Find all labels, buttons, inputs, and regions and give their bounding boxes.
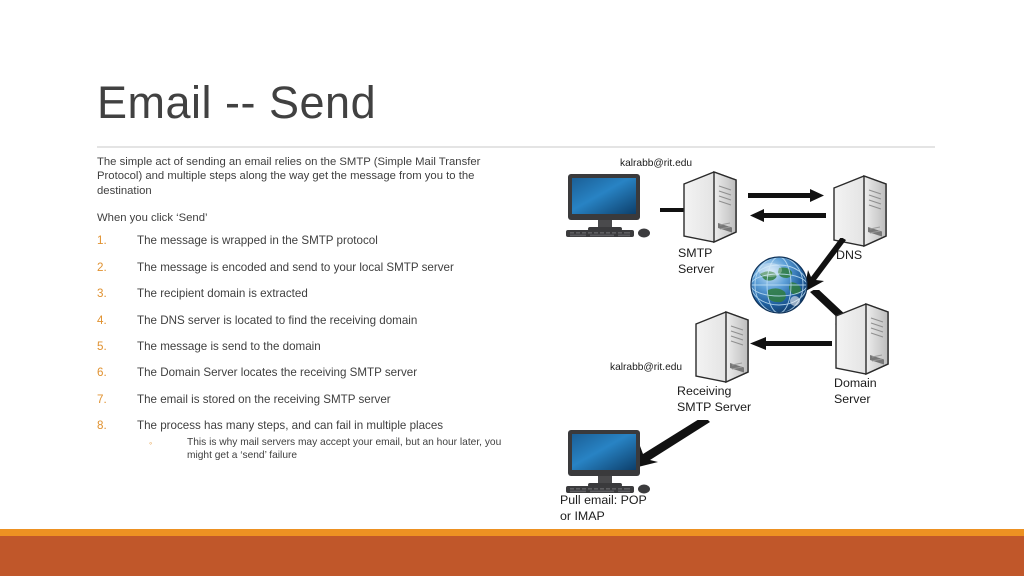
dns-server-icon xyxy=(828,174,890,255)
steps-list: 1. The message is wrapped in the SMTP pr… xyxy=(97,234,517,462)
arrow-domain-to-receiving-icon xyxy=(748,336,832,357)
list-item-label: The message is wrapped in the SMTP proto… xyxy=(137,234,378,248)
list-item-number: 8. xyxy=(97,419,107,433)
list-item-label: The message is encoded and send to your … xyxy=(137,260,454,274)
arrow-dns-to-globe-icon xyxy=(794,237,854,299)
sub-list-item-label: This is why mail servers may accept your… xyxy=(187,437,502,461)
list-item-label: The Domain Server locates the receiving … xyxy=(137,366,418,380)
list-item: 7. The email is stored on the receiving … xyxy=(97,393,517,407)
receiver-email-label: kalrabb@rit.edu xyxy=(610,362,683,373)
list-item: 3. The recipient domain is extracted xyxy=(97,287,517,301)
footer-accent-bar xyxy=(0,529,1024,536)
list-item-label: The message is send to the domain xyxy=(137,340,321,353)
list-item-label: The DNS server is located to find the re… xyxy=(137,313,418,327)
list-item: 1. The message is wrapped in the SMTP pr… xyxy=(97,234,517,248)
arrow-receiving-to-client-icon xyxy=(620,416,712,475)
list-item-number: 1. xyxy=(97,234,107,248)
hollow-bullet-icon: ◦ xyxy=(149,438,153,449)
sub-list-item: ◦ This is why mail servers may accept yo… xyxy=(137,437,517,462)
list-item-number: 6. xyxy=(97,366,107,380)
email-flow-diagram: kalrabb@rit.edu xyxy=(540,150,1010,540)
list-item-number: 2. xyxy=(97,260,107,274)
list-item: 4. The DNS server is located to find the… xyxy=(97,314,517,328)
list-item-label: The email is stored on the receiving SMT… xyxy=(137,392,391,406)
title-divider xyxy=(97,146,935,148)
body-text-column: The simple act of sending an email relie… xyxy=(97,155,517,475)
domain-server-icon xyxy=(830,302,892,383)
smtp-server-icon xyxy=(678,170,740,251)
receiver-computer-icon xyxy=(560,428,660,499)
list-item-label: The process has many steps, and can fail… xyxy=(137,419,444,433)
substeps-list: ◦ This is why mail servers may accept yo… xyxy=(137,437,517,462)
list-item-number: 3. xyxy=(97,287,107,301)
domain-server-label: Domain Server xyxy=(834,376,877,406)
list-item-label: The recipient domain is extracted xyxy=(137,287,308,301)
list-item: 2. The message is encoded and send to yo… xyxy=(97,261,517,275)
internet-globe-icon xyxy=(746,254,812,325)
receiving-smtp-server-label: Receiving SMTP Server xyxy=(677,384,752,414)
list-item-number: 7. xyxy=(97,392,107,406)
list-item: 5. The message is send to the domain xyxy=(97,340,517,354)
list-item-number: 4. xyxy=(97,313,107,327)
dns-label: DNS xyxy=(836,248,863,262)
lead-paragraph: The simple act of sending an email relie… xyxy=(97,156,481,197)
footer-bar xyxy=(0,536,1024,576)
arrow-smtp-to-dns-icon xyxy=(748,188,826,209)
page-title: Email -- Send xyxy=(97,77,377,128)
arrow-dns-to-smtp-icon xyxy=(748,208,826,229)
list-item: 6. The Domain Server locates the receivi… xyxy=(97,366,517,380)
list-item: 8. The process has many steps, and can f… xyxy=(97,419,517,462)
sender-computer-icon xyxy=(560,172,660,243)
second-paragraph: When you click ‘Send’ xyxy=(97,212,208,225)
sender-email-label: kalrabb@rit.edu xyxy=(620,158,693,169)
smtp-server-label: SMTP Server xyxy=(678,246,715,276)
pull-email-label: Pull email: POP or IMAP xyxy=(560,493,647,523)
receiving-smtp-server-icon xyxy=(690,310,752,391)
list-item-number: 5. xyxy=(97,340,107,353)
